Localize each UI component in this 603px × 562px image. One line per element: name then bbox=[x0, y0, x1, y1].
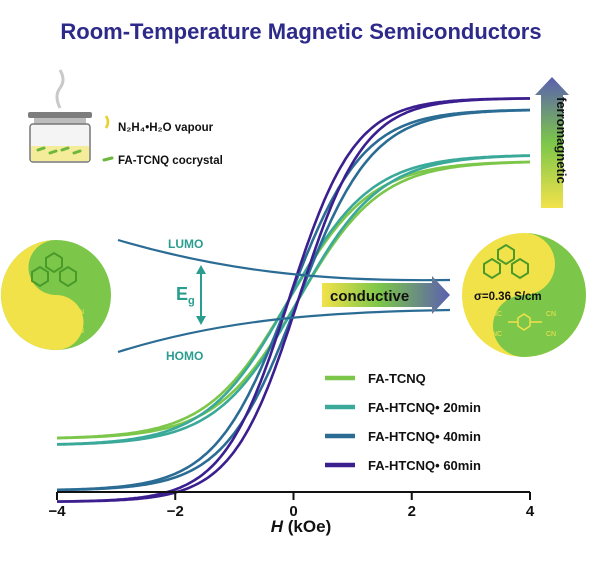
x-axis-label: H (kOe) bbox=[271, 517, 331, 536]
x-tick-label: 0 bbox=[289, 503, 297, 520]
left-cn-2: CN bbox=[74, 328, 84, 335]
right-cn-1: CN bbox=[546, 311, 556, 318]
lumo-label: LUMO bbox=[168, 237, 203, 251]
vapour-legend-icon bbox=[104, 115, 110, 129]
legend-label: FA-TCNQ bbox=[368, 371, 426, 386]
beaker-illustration bbox=[28, 69, 92, 163]
ferromagnetic-arrow-shape bbox=[535, 77, 569, 208]
crystal-dashes bbox=[36, 146, 82, 155]
legend-label: FA-HTCNQ• 60min bbox=[368, 458, 481, 473]
right-htcnq bbox=[508, 313, 542, 331]
curves-layer bbox=[56, 97, 531, 503]
vapour-label: N₂H₄•H₂O vapour bbox=[118, 122, 214, 134]
vapour-wisp bbox=[55, 69, 65, 109]
conductive-arrow-shape bbox=[322, 276, 450, 314]
gap-label: Eg bbox=[176, 284, 195, 307]
x-tick-label: −4 bbox=[48, 503, 66, 520]
series-line-2-branch-1 bbox=[57, 154, 531, 446]
cocrystal-legend-icon bbox=[102, 156, 114, 162]
beaker-lid bbox=[28, 112, 92, 118]
x-tick-label: 4 bbox=[526, 503, 535, 520]
series-line-4-branch-2 bbox=[57, 97, 530, 503]
x-axis: −4 −2 0 2 4 H (kOe) bbox=[48, 491, 535, 536]
beaker-liquid bbox=[31, 146, 89, 161]
legend-label: FA-HTCNQ• 40min bbox=[368, 429, 481, 444]
ferromagnetic-label: ferromagnetic bbox=[554, 97, 569, 184]
gap-arrow-down bbox=[196, 316, 206, 325]
chart-title: Room-Temperature Magnetic Semiconductors bbox=[60, 19, 541, 44]
gap-arrow-up bbox=[196, 265, 206, 274]
right-nc-1: NC bbox=[492, 311, 502, 318]
left-nc-1: NC bbox=[30, 309, 40, 316]
conductive-label: conductive bbox=[330, 288, 409, 305]
x-tick-label: −2 bbox=[167, 503, 184, 520]
conductive-arrow: conductive bbox=[322, 276, 450, 314]
beaker-rim bbox=[34, 118, 86, 124]
legend-label: FA-HTCNQ• 20min bbox=[368, 400, 481, 415]
series-line-1-branch-2 bbox=[56, 160, 530, 440]
left-yinyang-yellow bbox=[1, 240, 84, 350]
sigma-label: σ=0.36 S/cm bbox=[474, 291, 542, 303]
right-cn-2: CN bbox=[546, 331, 556, 338]
right-fluoranthene bbox=[483, 243, 529, 280]
x-ticks: −4 −2 0 2 4 bbox=[48, 492, 535, 520]
ferromagnetic-arrow: ferromagnetic bbox=[535, 77, 569, 208]
cocrystal-label: FA-TCNQ cocrystal bbox=[118, 155, 223, 167]
series-line-1-branch-1 bbox=[57, 160, 531, 440]
right-yinyang: σ=0.36 S/cm NC NC CN CN bbox=[462, 233, 586, 357]
left-cn-1: CN bbox=[74, 309, 84, 316]
right-nc-2: NC bbox=[492, 331, 502, 338]
left-nc-2: NC bbox=[30, 328, 40, 335]
series-line-2-branch-2 bbox=[56, 154, 530, 446]
homo-label: HOMO bbox=[166, 349, 203, 363]
left-yinyang: NC NC CN CN bbox=[1, 240, 111, 350]
homo-band bbox=[117, 308, 451, 354]
inset-legend: N₂H₄•H₂O vapour FA-TCNQ cocrystal bbox=[102, 115, 223, 167]
left-tcnq bbox=[44, 311, 72, 329]
right-yinyang-green bbox=[493, 233, 586, 357]
x-tick-label: 2 bbox=[408, 503, 416, 520]
lumo-band bbox=[117, 238, 451, 282]
left-fluoranthene bbox=[31, 251, 77, 288]
